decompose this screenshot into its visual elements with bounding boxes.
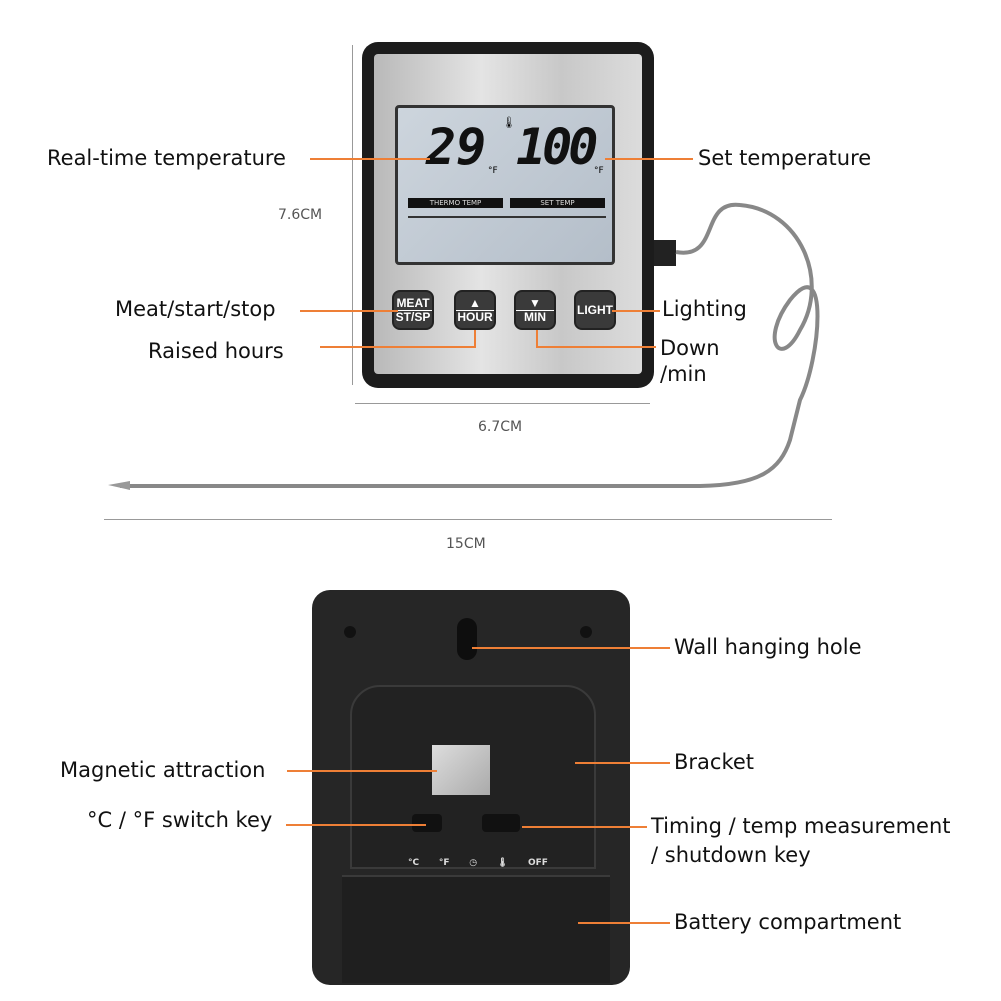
label-battery: Battery compartment bbox=[674, 910, 902, 934]
thermometer-back: °C °F ◷ 🌡 OFF bbox=[312, 590, 630, 985]
leader bbox=[287, 770, 437, 772]
celsius-mark: °C bbox=[408, 858, 420, 868]
leader bbox=[472, 647, 670, 649]
thermo-temp-tag: THERMO TEMP bbox=[408, 198, 503, 208]
thermometer-icon: 🌡 bbox=[496, 858, 509, 868]
label-hours: Raised hours bbox=[148, 339, 284, 363]
thermometer-icon: 🌡 bbox=[502, 116, 516, 129]
label-timing-2: / shutdown key bbox=[651, 843, 811, 867]
fahrenheit-mark: °F bbox=[438, 858, 450, 868]
label-magnet: Magnetic attraction bbox=[60, 758, 266, 782]
label-bracket: Bracket bbox=[674, 750, 755, 774]
leader bbox=[286, 824, 426, 826]
unit-right: °F bbox=[594, 166, 604, 176]
probe-cable bbox=[108, 202, 820, 490]
min-down-button[interactable]: ▼MIN bbox=[514, 290, 556, 330]
screw-hole bbox=[344, 626, 356, 638]
label-set: Set temperature bbox=[698, 146, 872, 170]
leader bbox=[578, 922, 670, 924]
probe-dim-line bbox=[104, 519, 832, 520]
width-dim-line bbox=[355, 403, 650, 404]
mode-switch[interactable] bbox=[482, 814, 520, 832]
label-lighting: Lighting bbox=[662, 297, 747, 321]
leader bbox=[536, 346, 656, 348]
leader bbox=[536, 330, 538, 347]
current-temp: 29 bbox=[426, 118, 487, 176]
set-temp-tag: SET TEMP bbox=[510, 198, 605, 208]
screw-hole bbox=[580, 626, 592, 638]
label-realtime: Real-time temperature bbox=[47, 146, 286, 170]
label-hole: Wall hanging hole bbox=[674, 635, 862, 659]
timer-icon: ◷ bbox=[469, 858, 478, 868]
battery-compartment[interactable] bbox=[342, 875, 610, 983]
hour-up-button[interactable]: ▲HOUR bbox=[454, 290, 496, 330]
switch-marks: °C °F ◷ 🌡 OFF bbox=[408, 858, 548, 868]
leader bbox=[522, 826, 647, 828]
leader bbox=[310, 158, 430, 160]
leader bbox=[320, 346, 476, 348]
label-meat: Meat/start/stop bbox=[115, 297, 276, 321]
cf-switch[interactable] bbox=[412, 814, 442, 832]
probe-dim: 15CM bbox=[446, 536, 486, 552]
unit-left: °F bbox=[488, 166, 498, 176]
off-mark: OFF bbox=[528, 858, 548, 868]
leader bbox=[474, 330, 476, 347]
label-switch: °C / °F switch key bbox=[87, 808, 273, 832]
magnet bbox=[432, 745, 490, 795]
label-timing: Timing / temp measurement bbox=[651, 814, 951, 838]
width-dim: 6.7CM bbox=[478, 419, 523, 435]
label-down: Down bbox=[660, 336, 720, 360]
set-temp: 100 bbox=[516, 118, 598, 176]
lcd-screen: 29 100 °F °F 🌡 THERMO TEMP SET TEMP bbox=[395, 105, 615, 265]
leader bbox=[300, 310, 398, 312]
lcd-divider bbox=[408, 216, 606, 218]
label-down-min: /min bbox=[660, 362, 707, 386]
wall-hanging-hole bbox=[457, 618, 477, 660]
height-dim: 7.6CM bbox=[278, 207, 323, 223]
leader bbox=[605, 158, 693, 160]
leader bbox=[575, 762, 670, 764]
height-dim-line bbox=[352, 45, 353, 385]
leader bbox=[612, 310, 660, 312]
